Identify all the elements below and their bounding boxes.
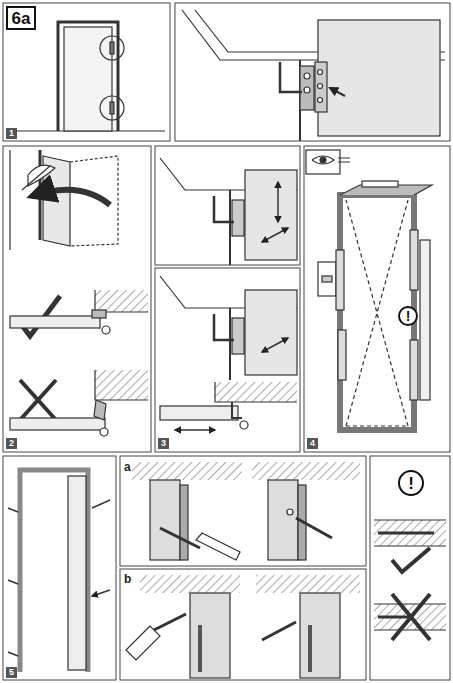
node-text: 2 — [9, 439, 14, 448]
warning-symbol: ! — [398, 470, 424, 496]
panel-number: 2 — [6, 438, 17, 449]
sub-step-letter: b — [124, 572, 131, 586]
step-number: 6a — [6, 6, 36, 30]
panel-number: 3 — [158, 438, 169, 449]
node-text: 4 — [310, 439, 315, 448]
panel-number: 5 — [6, 667, 17, 678]
node-text: ! — [408, 475, 414, 492]
warning-symbol: ! — [398, 306, 418, 326]
node-text: ! — [406, 309, 411, 323]
sub-step-letter: a — [124, 460, 131, 474]
node-text: 3 — [161, 439, 166, 448]
node-text: 5 — [9, 668, 14, 677]
panel-number: 1 — [6, 128, 17, 139]
panel-number: 4 — [307, 438, 318, 449]
node-text: 6a — [12, 10, 31, 27]
node-text: 1 — [9, 129, 14, 138]
